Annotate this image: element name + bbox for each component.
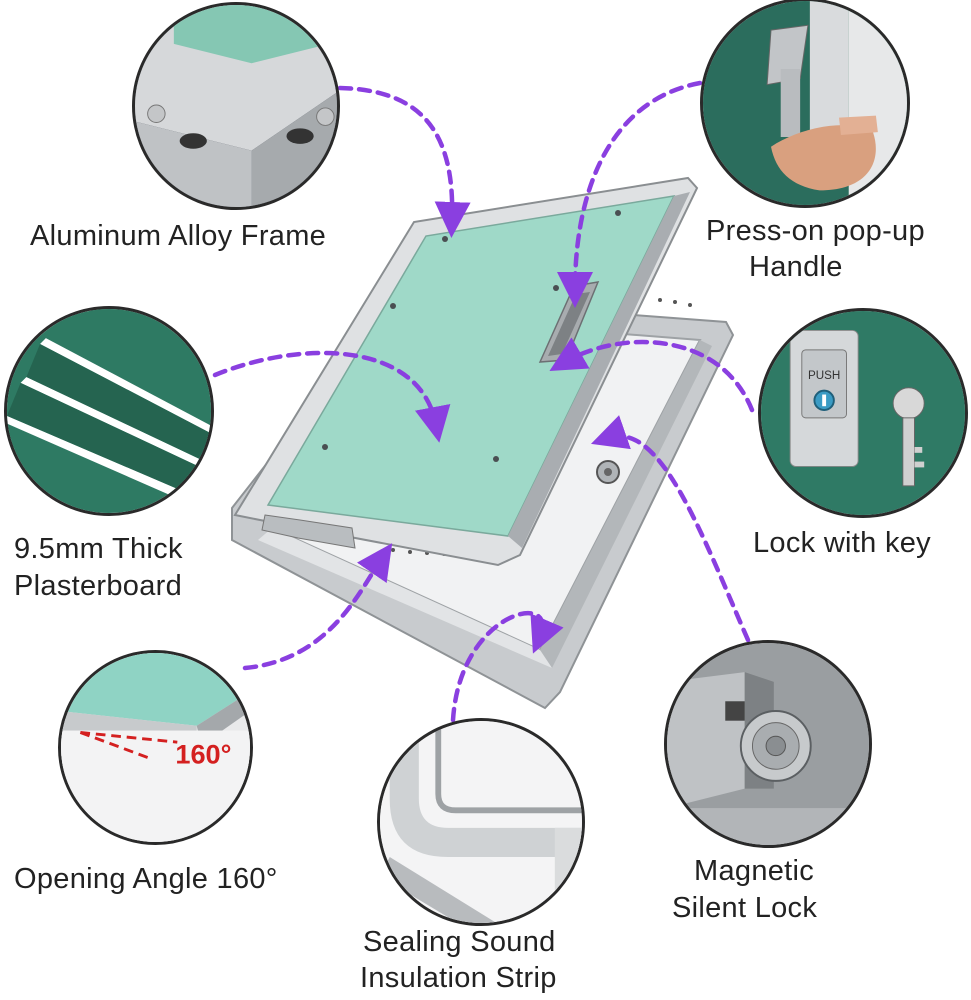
door-screws: [322, 210, 621, 462]
label-aluminum-frame: Aluminum Alloy Frame: [30, 220, 327, 252]
arrow-lock-magnetic: [590, 415, 751, 643]
label-angle: Opening Angle 160°: [14, 863, 278, 895]
angle-badge: 160°: [175, 738, 231, 769]
label-lock: Lock with key: [753, 527, 931, 559]
angle-detail-icon: 160°: [61, 653, 250, 842]
angle-circle: 160°: [58, 650, 253, 845]
label-magnetic-line1: Magnetic: [694, 855, 815, 887]
arrow-seal: [450, 611, 564, 723]
label-magnetic-line2: Silent Lock: [672, 892, 818, 924]
board-layers-detail-icon: [7, 309, 211, 513]
arrow-handle: [557, 80, 703, 308]
label-board-line2: Plasterboard: [14, 570, 183, 602]
seal-circle: [377, 718, 585, 926]
frame-corner-circle: [132, 2, 340, 210]
label-sealing-line1: Sealing Sound: [363, 926, 556, 958]
lock-circle: PUSH: [758, 308, 968, 518]
board-circle: [4, 306, 214, 516]
magnetic-circle: [664, 640, 872, 848]
key-icon: [892, 387, 925, 487]
magnetic-lock-detail-icon: [667, 643, 869, 845]
label-sealing-line2: Insulation Strip: [360, 962, 557, 994]
seal-strip-detail-icon: [380, 721, 582, 923]
arrow-angle: [242, 543, 393, 671]
hinge: [261, 514, 356, 549]
label-handle-line2: Handle: [749, 251, 843, 283]
label-handle-line1: Press-on pop-up: [706, 215, 925, 247]
frame-corner-detail-icon: [135, 5, 337, 207]
lock-key-detail-icon: PUSH: [761, 311, 965, 515]
lock-push-text: PUSH: [808, 369, 840, 382]
hand-handle-detail-icon: [703, 1, 907, 205]
arrow-board: [212, 350, 451, 443]
handle-circle: [700, 0, 910, 208]
label-board-line1: 9.5mm Thick: [14, 533, 183, 565]
arrow-frame: [337, 85, 471, 238]
arrow-lock: [549, 337, 755, 413]
